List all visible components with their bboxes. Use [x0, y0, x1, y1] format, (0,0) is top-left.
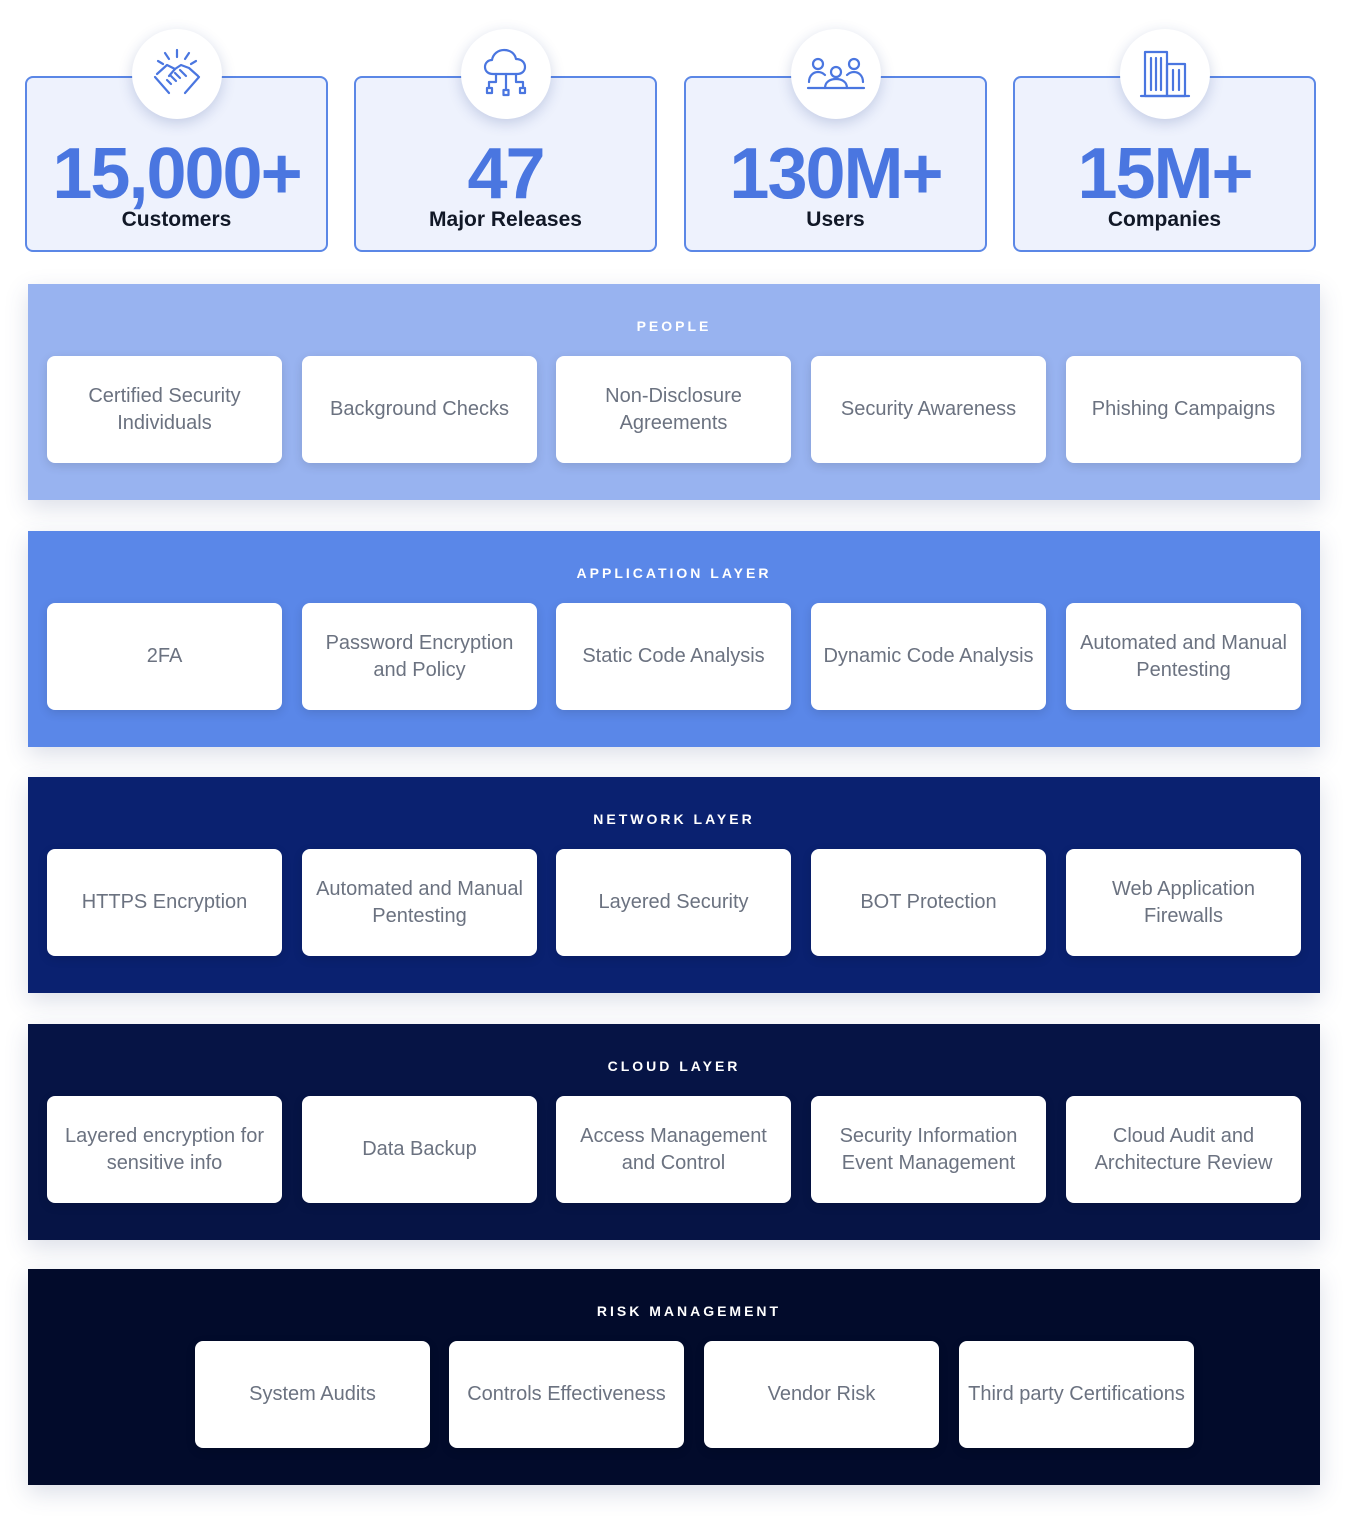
layer-card: Security Awareness [811, 356, 1046, 463]
stat-card-major-releases: 47 Major Releases [354, 29, 657, 252]
stat-badge [131, 29, 222, 119]
layer-card: Automated and Manual Pentesting [1066, 603, 1301, 710]
layer-card: Password Encryption and Policy [302, 603, 537, 710]
stat-value: 15,000+ [52, 134, 302, 214]
stat-card-users: 130M+ Users [684, 29, 987, 252]
layer-card: Access Management and Control [556, 1096, 791, 1203]
layer-card: 2FA [47, 603, 282, 710]
layer-title: APPLICATION LAYER [576, 565, 772, 581]
layer-card: Non-Disclosure Agreements [556, 356, 791, 463]
layer-card: BOT Protection [811, 849, 1046, 956]
layer-card: Background Checks [302, 356, 537, 463]
layer-card: Layered Security [556, 849, 791, 956]
layer-card: Layered encryption for sensitive info [47, 1096, 282, 1203]
layer-card: HTTPS Encryption [47, 849, 282, 956]
layer-card: Vendor Risk [704, 1341, 939, 1448]
stat-value: 130M+ [729, 134, 943, 214]
stat-card-customers: 15,000+ Customers [25, 29, 328, 252]
layer-card: Web Application Firewalls [1066, 849, 1301, 956]
stat-badge [790, 29, 881, 119]
stat-label: Companies [1107, 208, 1222, 231]
stat-badge [460, 29, 551, 119]
layer-title: RISK MANAGEMENT [596, 1303, 782, 1319]
building-icon [1139, 50, 1190, 98]
layer-card: Controls Effectiveness [449, 1341, 684, 1448]
stat-label: Users [806, 208, 865, 231]
layer-title: NETWORK LAYER [593, 811, 755, 827]
layer-title: CLOUD LAYER [607, 1058, 741, 1074]
users-icon [806, 57, 865, 90]
layer-card: Dynamic Code Analysis [811, 603, 1046, 710]
layer-people: PEOPLE Certified Security Individuals Ba… [28, 284, 1320, 500]
handshake-icon [153, 48, 200, 95]
layer-card: Data Backup [302, 1096, 537, 1203]
layer-card: Phishing Campaigns [1066, 356, 1301, 463]
stat-value: 15M+ [1077, 134, 1253, 214]
stat-card-companies: 15M+ Companies [1013, 29, 1316, 252]
stat-value: 47 [467, 134, 545, 214]
stat-label: Customers [121, 208, 232, 231]
layer-title: PEOPLE [636, 318, 712, 334]
layer-card: Automated and Manual Pentesting [302, 849, 537, 956]
stat-badge [1119, 29, 1210, 119]
layer-risk-management: RISK MANAGEMENT System Audits Controls E… [28, 1269, 1320, 1485]
layer-cloud: CLOUD LAYER Layered encryption for sensi… [28, 1024, 1320, 1240]
layer-network: NETWORK LAYER HTTPS Encryption Automated… [28, 777, 1320, 993]
stat-label: Major Releases [429, 208, 582, 231]
layer-card: Cloud Audit and Architecture Review [1066, 1096, 1301, 1203]
layer-card: Certified Security Individuals [47, 356, 282, 463]
cloud-network-icon [483, 48, 526, 97]
layer-card: Static Code Analysis [556, 603, 791, 710]
layer-card: Third party Certifications [959, 1341, 1194, 1448]
layer-card: System Audits [195, 1341, 430, 1448]
layer-application: APPLICATION LAYER 2FA Password Encryptio… [28, 531, 1320, 747]
layer-card: Security Information Event Management [811, 1096, 1046, 1203]
